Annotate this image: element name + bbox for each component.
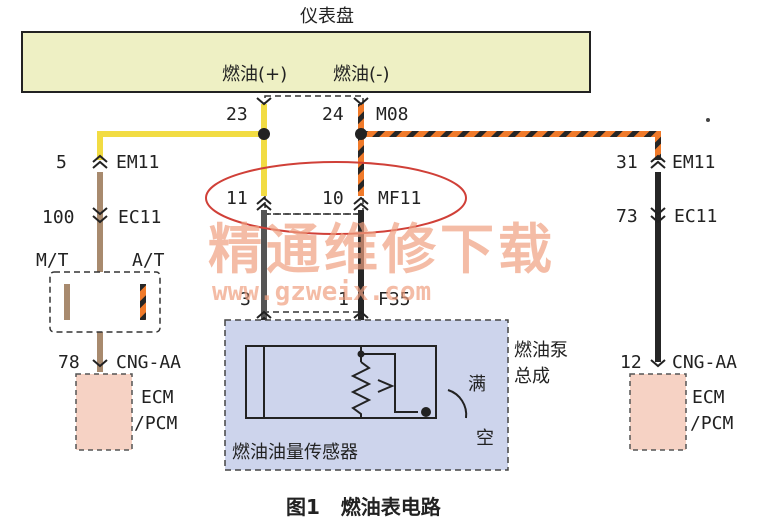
left-cng-connector-icon [92,359,108,368]
pin-10: 10 [322,188,344,209]
empty-label: 空 [476,428,494,449]
right-pin-73: 73 [616,206,638,227]
left-em11-connector-icon [92,154,108,169]
right-cng-aa: CNG-AA [672,352,737,373]
fuel-sender-inner-box [245,345,437,419]
instrument-panel-title: 仪表盘 [300,6,354,27]
right-pin-31: 31 [616,152,638,173]
watermark-url: www.gzweix.com [212,277,431,307]
splice-dot-left [258,128,270,140]
right-em11-connector-icon [650,154,666,169]
fuel-level-sensor-label: 燃油油量传感器 [232,442,358,463]
striped-wire-to-right [361,131,661,160]
pin-1: 1 [338,289,349,310]
pin-11: 11 [226,188,248,209]
mf11-highlight-ellipse [205,161,467,235]
variable-resistor-icon [350,361,372,418]
instrument-panel-box [21,31,591,93]
wiper-lead [361,353,418,413]
at-label: A/T [132,250,165,271]
left-em11: EM11 [116,152,159,173]
pin-24: 24 [322,104,344,125]
left-pin-100: 100 [42,207,75,228]
float-arm-pivot [421,407,431,417]
figure-caption: 图1 燃油表电路 [286,495,442,519]
fuel-plus-label: 燃油(+) [222,64,287,85]
watermark-text: 精通维修下载 [208,218,556,281]
left-ec11-connector-icon [92,207,108,224]
pin11-connector-icon [256,196,272,211]
fuel-pump-assembly-label-2: 总成 [514,366,550,387]
right-pin-12: 12 [620,352,642,373]
pin23-connector-icon [256,97,272,106]
left-pin-5: 5 [56,152,67,173]
wiper-arrow-icon [377,379,395,393]
pin10-connector-icon [353,196,369,211]
right-em11: EM11 [672,152,715,173]
left-cng-aa: CNG-AA [116,352,181,373]
pin24-connector-icon [353,97,369,106]
yellow-wire-upper [97,104,267,160]
ecm-left-box [75,373,133,451]
pin-23: 23 [226,104,248,125]
fuel-minus-label: 燃油(-) [333,64,390,85]
stray-mark [706,118,710,122]
upper-connector-dashed-box [264,95,364,215]
ecm-right-line2: /PCM [690,413,734,434]
connector-mf11: MF11 [378,188,421,209]
right-ec11-connector-icon [650,207,666,224]
connector-f35: F35 [378,289,411,310]
at-wire-segment [140,284,146,320]
full-label: 满 [468,374,486,395]
ecm-right-line1: ECM [692,387,725,408]
ecm-left-line2: /PCM [134,413,178,434]
connector-m08: M08 [376,104,409,125]
left-ec11: EC11 [118,207,161,228]
ecm-left-line1: ECM [141,387,174,408]
ecm-right-box [629,373,687,451]
transmission-dashed-box [49,271,161,333]
left-pin-78: 78 [58,352,80,373]
mt-wire-segment [64,284,70,320]
mt-label: M/T [36,250,69,271]
splice-dot-right [355,128,367,140]
float-arc-icon [447,389,468,419]
right-ec11: EC11 [674,206,717,227]
pin-3: 3 [240,289,251,310]
fuel-pump-assembly-label-1: 燃油泵 [514,340,568,361]
right-cng-connector-icon [650,359,666,368]
